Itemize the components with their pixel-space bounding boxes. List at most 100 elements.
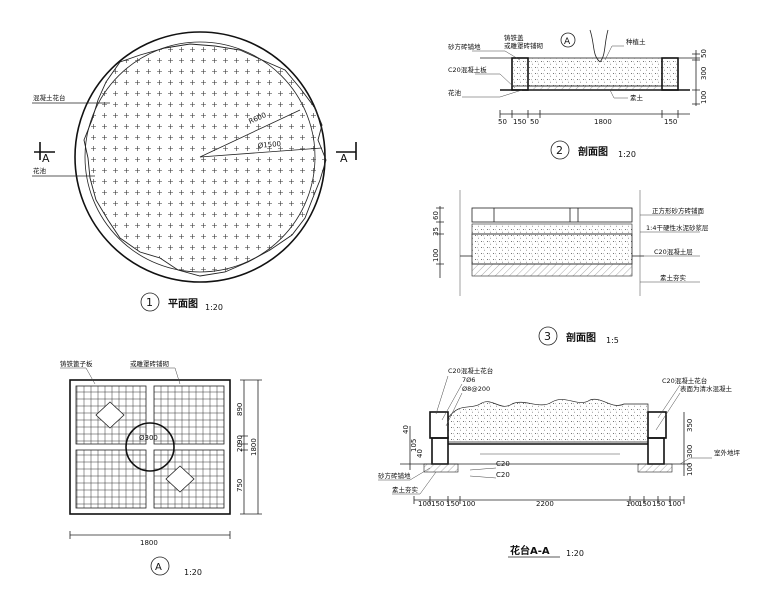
section3-label-soil: 素土夯实	[660, 273, 687, 282]
section2-label-cast-iron: 铸铁盖	[504, 33, 524, 42]
section-aa-wall-left	[431, 437, 449, 465]
section-aa-leaders-left-top	[435, 375, 463, 427]
plan-a-frame	[69, 379, 231, 515]
plan-a-diamond-tl	[95, 401, 125, 429]
section2-label-brick-alt: 或雕罩砖铺砌	[504, 41, 544, 50]
section3-tile-joints	[493, 208, 579, 222]
section2-label-planting-soil: 种植土	[626, 37, 646, 46]
section2-dim-right-2: 100	[700, 91, 708, 104]
section-aa-leader-brick	[378, 467, 431, 481]
section2-label-brick: 砂方砖铺地	[448, 42, 481, 51]
plan-a-dim-right-3: 750	[236, 479, 244, 492]
section-aa-c20-a: C20	[496, 460, 510, 468]
section2-title: 剖面图	[578, 145, 608, 158]
section-aa-dim-b4: 2200	[536, 500, 554, 508]
section2-dim-1: 150	[513, 118, 526, 126]
section3-dim-1: 35	[432, 227, 440, 236]
section-aa-c20-leaders	[469, 467, 497, 479]
section2-view-number: 2	[556, 144, 563, 157]
plan-a-scale: 1:20	[184, 568, 202, 577]
section3-dim-ticks	[436, 207, 444, 265]
section3-concrete-layer	[471, 233, 633, 265]
section3-mortar-layer	[471, 223, 633, 235]
section3-dim-2: 100	[432, 249, 440, 262]
section2-soil-fill	[511, 57, 679, 87]
section3-tile-layer	[471, 207, 633, 223]
diameter-leader	[199, 147, 323, 158]
section-aa-dim-b7: 150	[652, 500, 665, 508]
section-aa-dim-bottom-ticks	[413, 496, 685, 504]
plan-scale: 1:20	[205, 303, 223, 312]
planting-soil-area	[83, 43, 327, 277]
section-aa-label-left-1: 7Ø6	[462, 376, 475, 384]
plan-a-dim-right-ticks	[240, 379, 262, 515]
section2-dim-2: 50	[530, 118, 539, 126]
section2-leaders-left	[462, 50, 523, 98]
section2-dim-right-0: 50	[700, 49, 708, 58]
section2-view-circle	[550, 140, 570, 160]
section2-dim-ticks-right	[692, 53, 700, 105]
section-aa-dim-right-0: 350	[686, 419, 694, 432]
section-aa-title: 花台A-A	[510, 544, 550, 557]
section-aa-label-left-0: C20混凝土花台	[448, 366, 493, 375]
plan-title: 平面图	[168, 298, 198, 310]
section-aa-dim-b2: 150	[446, 500, 459, 508]
section-aa-label-right-0: C20混凝土花台	[662, 376, 707, 385]
section-aa-dim-right-2: 100	[686, 463, 694, 476]
section-aa-footing-left	[423, 463, 459, 473]
section2-dim-3: 1800	[594, 118, 612, 126]
section-aa-dim-b8: 100	[668, 500, 681, 508]
section-2: A 铸铁盖 砂方砖铺地 或雕罩砖铺砌 C20混凝土板 花池 种植土 素土 50 …	[448, 29, 708, 160]
section2-circle-label: A	[564, 37, 571, 47]
section3-soil-layer	[471, 263, 633, 277]
section3-view-circle	[538, 326, 558, 346]
section-aa-label-right-1: 表面为清水混凝土	[680, 384, 733, 393]
section-aa-dim-left-0: 40	[402, 425, 410, 434]
section-aa-leaders-right-top	[655, 384, 681, 431]
view-number-circle	[140, 292, 160, 312]
plan-a-leader-right	[130, 367, 181, 385]
section2-scale: 1:20	[618, 150, 636, 159]
section2-dim-ticks	[499, 110, 679, 118]
section2-dim-right-1: 300	[700, 67, 708, 80]
plan-a-view-letter: A	[155, 562, 162, 573]
section-aa-dim-b1: 150	[431, 500, 444, 508]
plan-a-dim-right-2: 20	[236, 443, 244, 452]
section2-leader-right-top	[604, 45, 624, 61]
section-aa-dim-right-1: 300	[686, 445, 694, 458]
plan-a-leader-left	[60, 367, 96, 385]
section2-circle-a	[560, 32, 576, 48]
plan-a-dim-right-total: 1800	[250, 438, 258, 456]
section3-view-number: 3	[544, 330, 551, 343]
section-mark-right	[336, 142, 357, 160]
section-aa-leader-grade	[679, 457, 712, 465]
section-mark-left	[34, 142, 55, 160]
section3-scale: 1:5	[606, 336, 619, 345]
section-mark-right-letter: A	[340, 152, 348, 165]
section2-dim-4: 150	[664, 118, 677, 126]
section3-label-tile: 正方形砂方砖铺面	[652, 206, 705, 215]
section-aa-dim-b5: 100	[626, 500, 639, 508]
section-aa-footing-right	[637, 463, 673, 473]
section-aa-label-right-2: 室外地坪	[714, 448, 741, 457]
section3-label-mortar: 1:4干硬性水泥砂浆层	[646, 223, 709, 232]
section-aa-label-left-3: 砂方砖铺地	[378, 471, 411, 480]
section2-leader-right-bottom	[609, 89, 628, 99]
section-aa-soil	[447, 398, 649, 443]
view-number: 1	[146, 296, 153, 309]
section2-dim-0: 50	[498, 118, 507, 126]
tree-trunk-icon	[589, 29, 609, 63]
section-aa-dim-left-2: 40	[416, 449, 424, 458]
radius-leader	[199, 109, 301, 158]
section-aa-wall-left-top	[429, 411, 449, 439]
section2-label-planter: 花池	[448, 88, 462, 97]
section2-label-soil: 素土	[630, 93, 644, 102]
section-aa-wall-right	[647, 437, 665, 465]
plan-a-view-circle	[150, 556, 170, 576]
section-aa-label-left-4: 素土夯实	[392, 485, 419, 494]
section-aa-scale: 1:20	[566, 549, 584, 558]
plan-a-dim-right-0: 890	[236, 403, 244, 416]
label-planter: 花池	[33, 166, 47, 175]
diameter-label: Ø1500	[257, 140, 281, 150]
